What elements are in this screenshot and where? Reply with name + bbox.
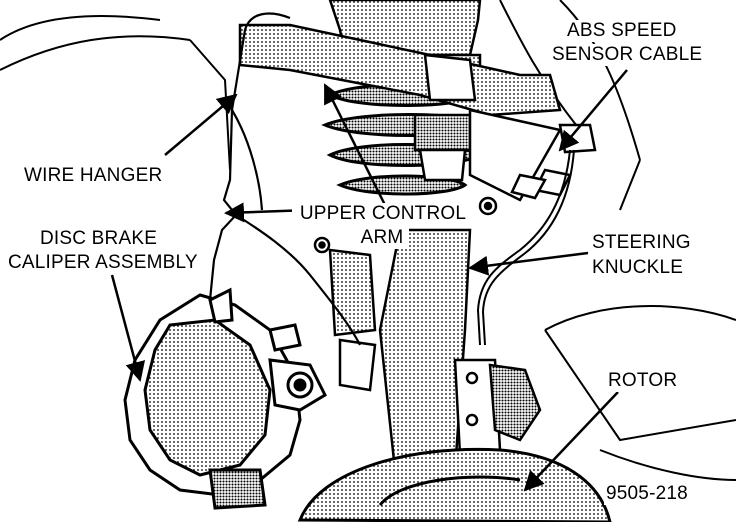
arrow-abs-speed-sensor	[558, 69, 628, 152]
label-steering-knuckle-line-1: STEERING	[590, 232, 693, 254]
abs-sensor-cable	[476, 149, 575, 346]
label-disc-brake-line-2: CALIPER ASSEMBLY	[6, 252, 200, 274]
label-abs-speed-sensor-line-1: ABS SPEED	[565, 20, 679, 42]
label-steering-knuckle-line-2: KNUCKLE	[590, 257, 686, 279]
label-abs-speed-sensor-line-2: SENSOR CABLE	[550, 44, 705, 66]
arrow-upper-control-arm-up	[323, 83, 387, 206]
label-upper-control-arm-line-1: UPPER CONTROL	[292, 203, 474, 225]
label-disc-brake-line-1: DISC BRAKE	[38, 228, 160, 250]
steering-knuckle	[378, 228, 542, 472]
figure-id: 9505-218	[604, 483, 690, 505]
label-rotor: ROTOR	[606, 370, 680, 392]
body-panel	[0, 0, 736, 481]
arrow-rotor	[523, 391, 619, 492]
arrow-steering-knuckle	[468, 251, 589, 276]
label-wire-hanger: WIRE HANGER	[22, 165, 165, 187]
disc-brake-caliper	[123, 287, 327, 510]
brake-hose-bracket	[313, 236, 377, 392]
arrow-wire-hanger	[164, 93, 238, 156]
leader-lines	[110, 69, 628, 492]
upper-control-arm	[238, 23, 562, 216]
rotor	[297, 447, 612, 522]
arrow-caliper	[110, 274, 146, 382]
label-upper-control-arm-line-2: ARM	[355, 227, 409, 249]
